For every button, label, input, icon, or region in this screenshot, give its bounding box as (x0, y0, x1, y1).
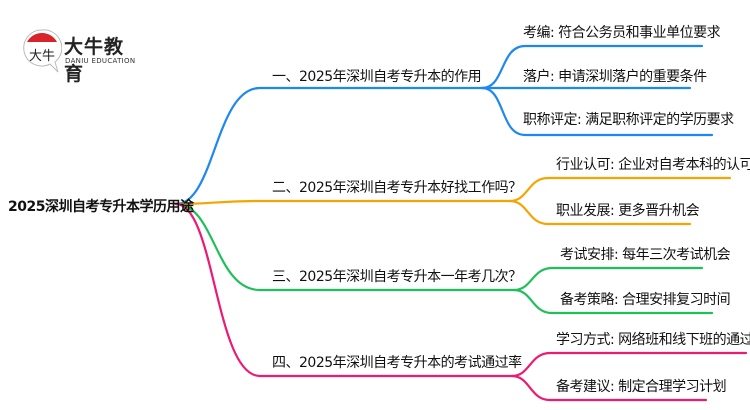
branch-1-child-3: 职称评定: 满足职称评定的学历要求 (523, 112, 734, 128)
brand-logo: 大牛 大牛教育 DANIU EDUCATION (22, 28, 142, 85)
branch-1-label: 一、2025年深圳自考专升本的作用 (272, 69, 482, 85)
branch-4-line (174, 202, 514, 378)
branch-4-child-2-line (510, 374, 708, 402)
branch-1-child-3-line (480, 86, 714, 137)
branch-4-child-1: 学习方式: 网络班和线下班的通过率 (556, 332, 750, 348)
logo-name-cn: 大牛教育 (64, 36, 125, 85)
branch-3-child-1-line (512, 266, 704, 292)
logo-mark-icon: 大牛 (23, 29, 62, 73)
logo-name-en: DANIU EDUCATION (65, 57, 136, 65)
branch-1-child-2: 落户: 申请深圳落户的重要条件 (523, 69, 707, 85)
branch-2-child-2-line (508, 199, 692, 226)
branch-2-child-2: 职业发展: 更多晋升机会 (556, 203, 700, 219)
root-node: 2025深圳自考专升本学历用途 (8, 199, 194, 215)
branch-3-child-1: 考试安排: 每年三次考试机会 (560, 247, 731, 263)
branch-1-child-1: 考编: 符合公务员和事业单位要求 (523, 25, 721, 41)
branch-4-label: 四、2025年深圳自考专升本的考试通过率 (272, 355, 522, 371)
svg-text:大牛: 大牛 (29, 49, 55, 64)
branch-2-child-1: 行业认可: 企业对自考本科的认可 (556, 157, 750, 173)
branch-2-label: 二、2025年深圳自考专升本好找工作吗？ (272, 180, 522, 196)
branch-3-label: 三、2025年深圳自考专升本一年考几次？ (272, 269, 522, 285)
branch-4-child-2: 备考建议: 制定合理学习计划 (556, 379, 727, 395)
branch-1-child-1-line (480, 44, 704, 90)
branch-3-line (174, 202, 516, 292)
branch-3-child-2-line (512, 288, 714, 315)
branch-2-line (174, 199, 512, 206)
branch-1-line (174, 86, 484, 206)
branch-2-child-1-line (508, 176, 732, 203)
branch-4-child-1-line (510, 351, 748, 378)
branch-3-child-2: 备考策略: 合理安排复习时间 (560, 292, 731, 308)
